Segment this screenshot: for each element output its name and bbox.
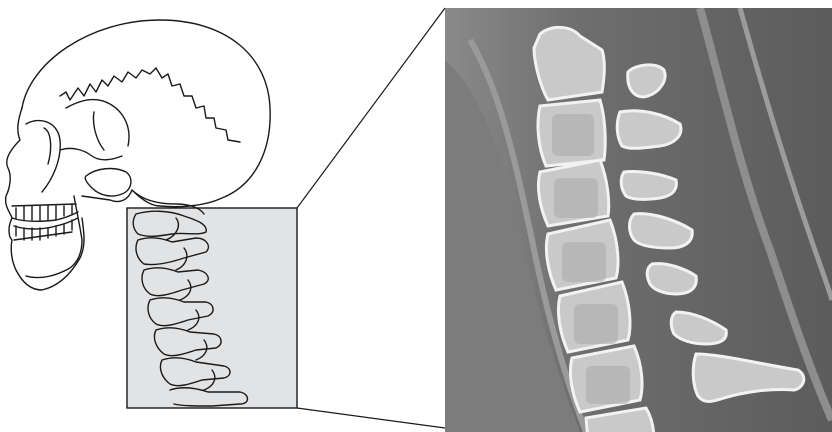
- squamous-suture: [66, 100, 129, 150]
- zygoma: [60, 148, 122, 159]
- projection-line-top: [297, 8, 445, 208]
- coronal-suture: [60, 68, 156, 100]
- skull-drawing: [6, 8, 445, 428]
- c3-spinous: [621, 171, 676, 199]
- ct-image: [445, 8, 832, 432]
- cranium-outline: [22, 20, 270, 207]
- orbit: [26, 121, 60, 192]
- projection-line-bottom: [297, 408, 445, 428]
- mandible-ramus: [85, 169, 131, 196]
- face-profile: [6, 108, 84, 290]
- teeth: [12, 204, 78, 240]
- lambdoid-suture: [156, 68, 240, 142]
